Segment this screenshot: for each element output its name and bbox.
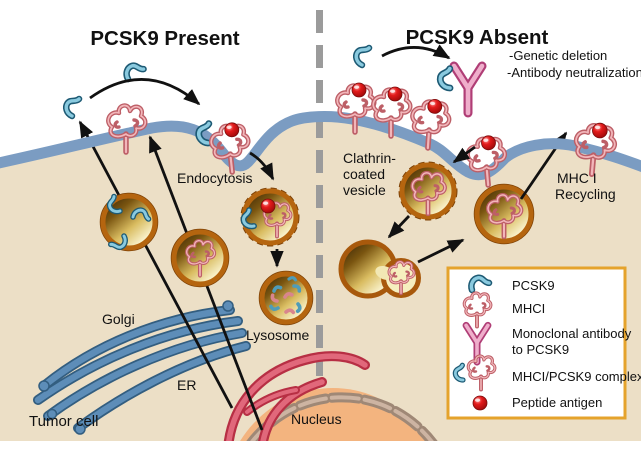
- lysosome-label: Lysosome: [246, 327, 310, 343]
- legend-label-antibody-line1: Monoclonal antibody: [512, 326, 632, 341]
- arrow-pcsk9-binding: [89, 78, 201, 106]
- clathrin-label-line3: vesicle: [343, 182, 386, 198]
- legend: PCSK9 MHCI Monoclonal antibody to PCSK9 …: [446, 266, 641, 420]
- vesicle-mhci: [170, 228, 230, 288]
- er-label: ER: [177, 377, 196, 393]
- secretion-arrow-pcsk9: [78, 120, 234, 409]
- recycling-vesicle: [473, 183, 535, 245]
- vesicle-pcsk9: [99, 192, 159, 251]
- arrow-to-sorting-endosome: [387, 215, 411, 239]
- endosome-complex: [243, 187, 300, 247]
- arrow-endocytosis: [249, 151, 275, 181]
- endocytosis-label: Endocytosis: [177, 170, 252, 186]
- lysosome: [258, 270, 314, 326]
- endoplasmic-reticulum: [223, 351, 370, 441]
- arrow-pcsk9-neutralized: [381, 44, 451, 60]
- nucleus-label: Nucleus: [291, 411, 342, 427]
- clathrin-label-line2: coated: [343, 166, 385, 182]
- golgi-apparatus: [33, 300, 251, 435]
- right-panel-title: PCSK9 Absent: [406, 26, 549, 49]
- note-genetic-deletion: -Genetic deletion: [509, 48, 607, 63]
- legend-label-antibody-line2: to PCSK9: [512, 342, 569, 357]
- legend-label-complex: MHCI/PCSK9 complex: [512, 369, 641, 384]
- mhci-recycling-label-line1: MHC I: [557, 170, 597, 186]
- mhci-recycling-label-line2: Recycling: [555, 186, 616, 202]
- legend-label-mhci: MHCI: [512, 301, 545, 316]
- clathrin-label-line1: Clathrin-: [343, 150, 396, 166]
- note-antibody-neutralization: -Antibody neutralization: [507, 65, 641, 80]
- legend-label-pcsk9: PCSK9: [512, 278, 555, 293]
- sorting-endosome: [338, 239, 421, 299]
- golgi-label: Golgi: [102, 311, 135, 327]
- clathrin-coated-vesicle: [398, 161, 458, 221]
- arrow-to-recycling-vesicle: [417, 238, 465, 264]
- left-panel-title: PCSK9 Present: [90, 27, 239, 50]
- tumor-cell-label: Tumor cell: [29, 413, 98, 430]
- peptide-antigen-icon: [472, 395, 488, 411]
- legend-label-peptide: Peptide antigen: [512, 395, 602, 410]
- arrow-into-clathrin-vesicle: [452, 145, 476, 164]
- peptide-antigen-icon: [260, 198, 276, 214]
